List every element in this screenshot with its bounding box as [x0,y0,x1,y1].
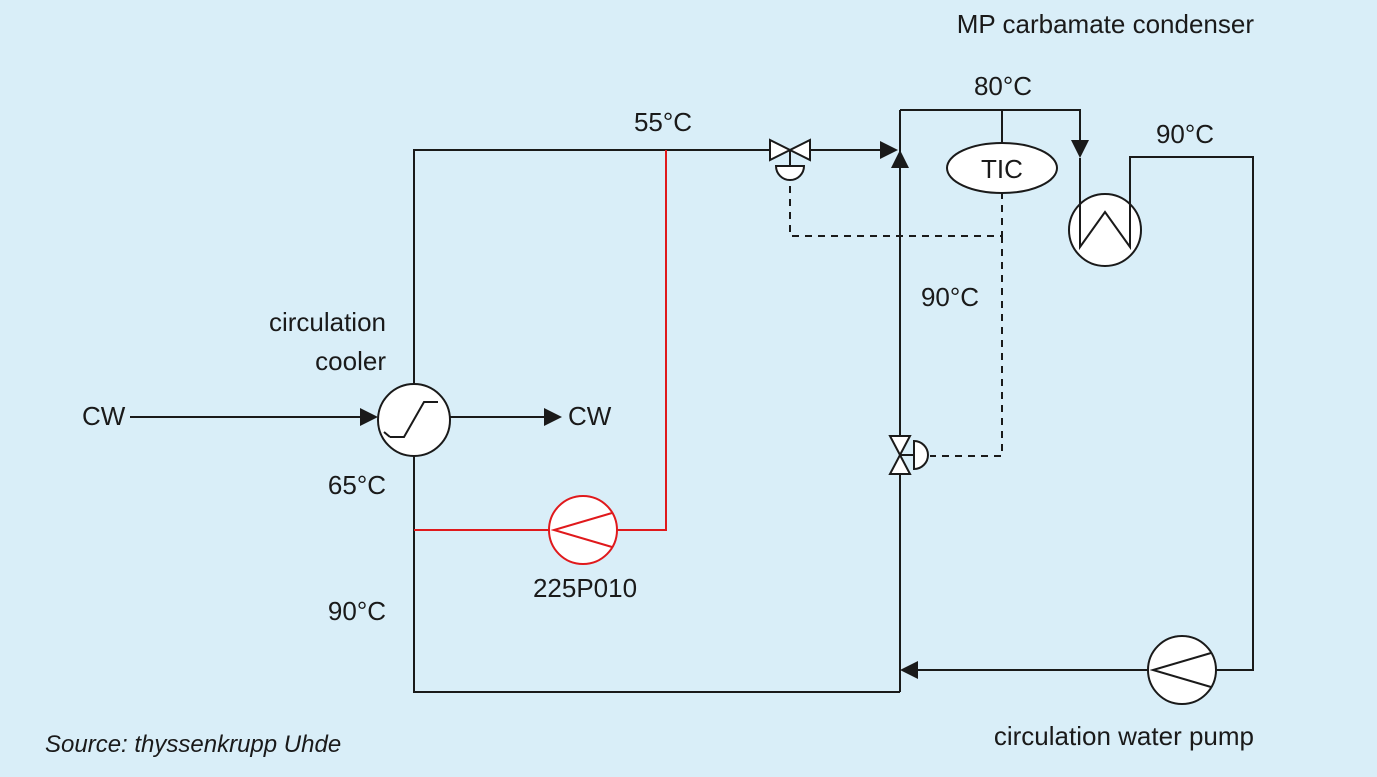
riser-valve-actuator [913,439,929,471]
arrow-riser-up [891,150,909,168]
cooler-label-line1: circulation [269,307,386,337]
cooler-zigzag-ends [383,431,391,438]
condenser-shell [1068,193,1142,267]
mp-carbamate-condenser [1068,193,1142,267]
main-piping [130,109,1254,693]
top-valve-body-left [769,138,793,162]
temp-90-middle: 90°C [921,282,979,312]
tic-to-riser-valve-signal [930,236,1003,457]
top-valve-body-right [787,138,811,162]
cooler-zigzag [390,401,438,438]
arrow-condenser-down [1071,140,1089,158]
tic-bubble [946,142,1058,194]
cw-out-label: CW [568,401,612,431]
source-caption: Source: thyssenkrupp Uhde [45,731,341,758]
red-recirculation-loop [414,150,667,531]
condenser-header [900,109,1081,142]
temp-90-right: 90°C [1156,119,1214,149]
cw-in-label: CW [82,401,126,431]
control-signals [789,178,1003,457]
flow-arrows [360,140,1089,679]
arrow-return-left [900,661,918,679]
pump-225p010-impeller [550,512,613,548]
pump-tag-label: 225P010 [533,573,637,603]
circulation-pump-casing [1147,635,1217,705]
circulation-pump-impeller [1149,652,1212,688]
temp-55-top: 55°C [634,107,692,137]
top-supply-line [413,149,770,420]
top-control-valve [769,138,811,181]
circulation-water-pump [1147,635,1217,705]
riser-valve-body-bottom [888,452,912,475]
temp-80-top: 80°C [974,71,1032,101]
arrow-cw-out [544,408,562,426]
tic-label: TIC [981,154,1023,184]
circulation-water-pump-label: circulation water pump [994,721,1254,751]
cooler-label-line2: cooler [315,346,386,376]
mp-condenser-label: MP carbamate condenser [957,9,1255,39]
arrow-cw-in [360,408,378,426]
temp-90-left: 90°C [328,596,386,626]
riser-control-valve [888,435,929,475]
condenser-coil [1079,200,1131,251]
pump-225p010 [548,495,618,565]
temp-65-left: 65°C [328,470,386,500]
pump-225p010-casing [548,495,618,565]
riser-valve-body-top [888,435,912,458]
circulation-cooler [377,383,451,457]
bottom-return-line [413,455,900,693]
top-valve-actuator [774,165,806,181]
labels: MP carbamate condenser 80°C 55°C 90°C 90… [45,9,1254,758]
arrow-top-line [880,141,898,159]
tic-to-top-valve-signal [789,178,1003,237]
condenser-outlet-line [1129,156,1254,671]
tic-controller: TIC [946,142,1058,194]
red-loop-discharge [617,150,667,531]
